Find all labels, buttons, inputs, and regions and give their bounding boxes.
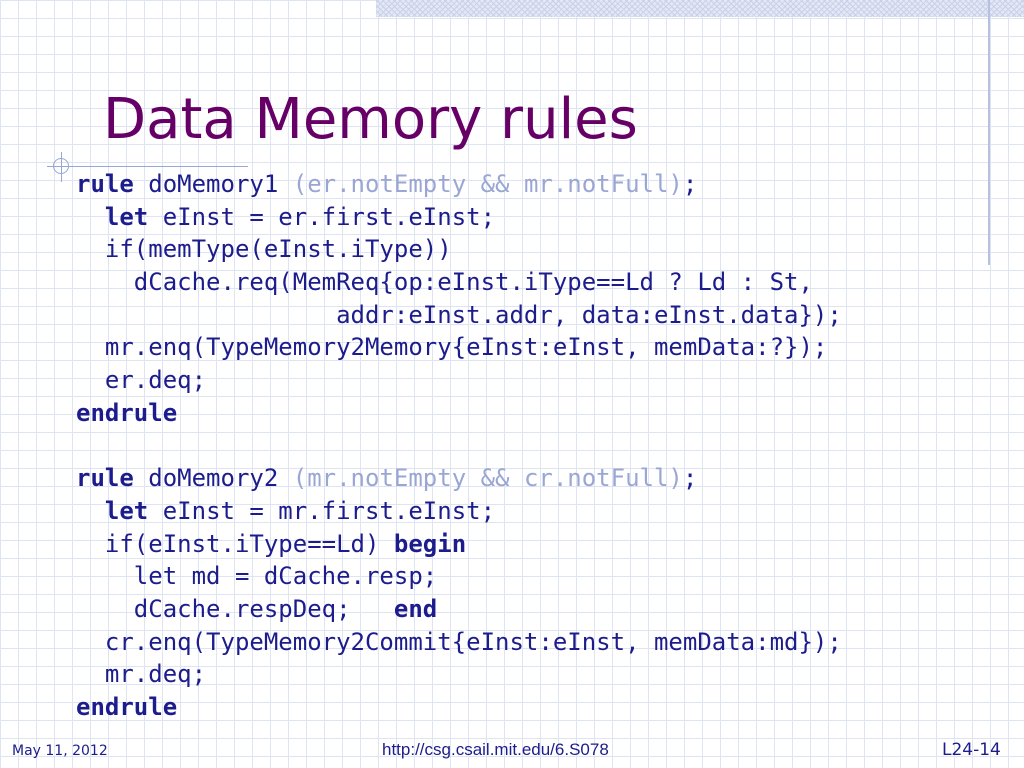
code-keyword: let — [104, 496, 149, 525]
code-keyword: endrule — [76, 693, 178, 721]
code-line: if(eInst.iType==Ld) begin — [76, 528, 842, 561]
code-keyword: endrule — [76, 398, 178, 427]
code-line: mr.enq(TypeMemory2Memory{eInst:eInst, me… — [76, 331, 842, 364]
code-text: let md = dCache.resp; — [76, 562, 438, 591]
code-keyword: begin — [393, 529, 467, 558]
code-line: cr.enq(TypeMemory2Commit{eInst:eInst, me… — [76, 626, 842, 659]
code-line: let eInst = er.first.eInst; — [76, 201, 842, 234]
code-text: dCache.req(MemReq{op:eInst.iType==Ld ? L… — [76, 268, 813, 297]
code-keyword: rule — [76, 464, 134, 493]
code-text: doMemory2 — [133, 464, 293, 493]
title-underline — [70, 166, 248, 167]
code-text: eInst = er.first.eInst; — [148, 202, 496, 231]
code-text: addr:eInst.addr, data:eInst.data}); — [76, 300, 842, 329]
code-line: let md = dCache.resp; — [76, 560, 842, 593]
top-decorative-band — [376, 0, 1024, 17]
code-guard: (mr.notEmpty && cr.notFull) — [292, 464, 683, 493]
footer-date: May 11, 2012 — [12, 743, 108, 759]
code-text — [76, 203, 105, 231]
code-text — [76, 497, 105, 525]
code-line: endrule — [76, 691, 842, 724]
code-keyword: end — [393, 594, 438, 623]
code-line — [76, 430, 842, 463]
code-text: if(eInst.iType==Ld) — [76, 529, 394, 558]
code-text: mr.deq; — [76, 660, 207, 689]
code-text: doMemory1 — [133, 170, 293, 198]
code-text: ; — [682, 170, 698, 198]
code-text: ; — [682, 464, 698, 493]
code-line: addr:eInst.addr, data:eInst.data}); — [76, 299, 842, 332]
code-text: if(memType(eInst.iType)) — [76, 235, 452, 264]
code-line: endrule — [76, 397, 842, 430]
crosshair-horizontal-stroke — [47, 166, 71, 167]
code-line: rule doMemory1 (er.notEmpty && mr.notFul… — [76, 168, 842, 201]
code-line: dCache.req(MemReq{op:eInst.iType==Ld ? L… — [76, 266, 842, 299]
code-line: let eInst = mr.first.eInst; — [76, 495, 842, 528]
slide-title: Data Memory rules — [103, 87, 638, 152]
code-text: er.deq; — [76, 366, 207, 395]
code-line: if(memType(eInst.iType)) — [76, 233, 842, 266]
code-text: cr.enq(TypeMemory2Commit{eInst:eInst, me… — [76, 627, 842, 656]
code-text: mr.enq(TypeMemory2Memory{eInst:eInst, me… — [76, 333, 828, 362]
code-keyword: rule — [76, 170, 134, 198]
footer-url: http://csg.csail.mit.edu/6.S078 — [382, 740, 609, 759]
code-line: rule doMemory2 (mr.notEmpty && cr.notFul… — [76, 462, 842, 495]
code-text: dCache.respDeq; — [76, 594, 394, 623]
code-line: dCache.respDeq; end — [76, 593, 842, 626]
code-keyword: let — [104, 202, 149, 231]
code-line: mr.deq; — [76, 658, 842, 691]
code-line: er.deq; — [76, 364, 842, 397]
code-guard: (er.notEmpty && mr.notFull) — [292, 170, 683, 198]
right-decorative-rule — [988, 0, 990, 265]
code-text: eInst = mr.first.eInst; — [148, 496, 496, 525]
code-block: rule doMemory1 (er.notEmpty && mr.notFul… — [76, 168, 842, 724]
crosshair-vertical-stroke — [61, 152, 62, 182]
footer-page-number: L24-14 — [942, 740, 1001, 760]
